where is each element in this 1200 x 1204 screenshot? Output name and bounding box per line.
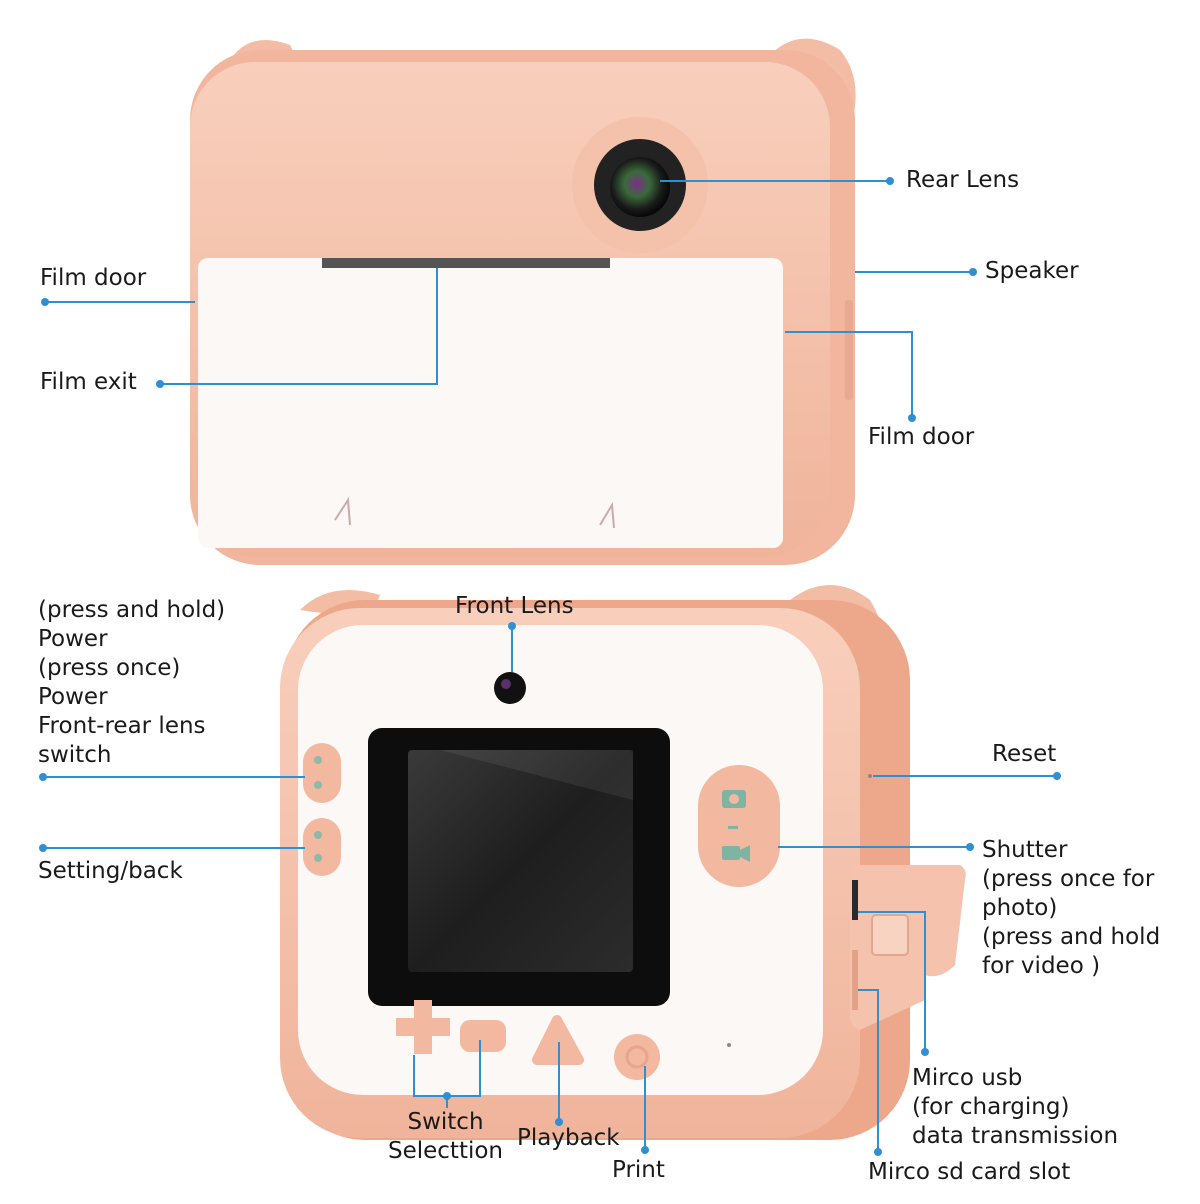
- micro-usb-line: Mirco usb: [912, 1065, 1023, 1091]
- label-switch-selection-group: Switch Selecttion: [388, 1108, 503, 1166]
- switch-selection-line: Selecttion: [388, 1138, 504, 1164]
- usb-port: [852, 880, 858, 920]
- shutter-line: photo): [982, 895, 1058, 921]
- micro-usb-line: (for charging): [912, 1094, 1070, 1120]
- rear-lens-icon: [610, 157, 670, 217]
- lcd-glass: [408, 750, 633, 972]
- power-line: Power: [38, 626, 108, 652]
- label-micro-sd: Mirco sd card slot: [868, 1159, 1071, 1185]
- film-exit-slot: [322, 258, 610, 268]
- micro-usb-line: data transmission: [912, 1123, 1119, 1149]
- callout-lines: [43, 180, 1057, 1152]
- label-shutter-group: Shutter (press once for photo) (press an…: [982, 836, 1160, 981]
- label-print: Print: [612, 1157, 665, 1183]
- power-button: [303, 743, 341, 803]
- power-line: (press and hold): [38, 597, 226, 623]
- label-power-group: (press and hold) Power (press once) Powe…: [38, 596, 225, 770]
- sd-slot: [852, 950, 858, 1010]
- label-playback: Playback: [517, 1125, 620, 1151]
- callout-dots: [39, 177, 1061, 1156]
- label-rear-lens: Rear Lens: [906, 167, 1020, 193]
- power-line: Power: [38, 684, 108, 710]
- front-camera-body: [280, 585, 966, 1140]
- shutter-line: (press once for: [982, 866, 1155, 892]
- plus-button: [396, 1000, 450, 1054]
- label-film-exit: Film exit: [40, 369, 137, 395]
- switch-selection-line: Switch: [407, 1109, 484, 1135]
- label-setting-back: Setting/back: [38, 858, 183, 884]
- shutter-button: [698, 765, 780, 887]
- label-reset: Reset: [992, 741, 1057, 767]
- rear-camera-body: [190, 38, 856, 565]
- label-micro-usb-group: Mirco usb (for charging) data transmissi…: [912, 1064, 1118, 1151]
- setting-back-button: [303, 818, 341, 876]
- label-front-lens: Front Lens: [455, 593, 574, 619]
- shutter-line: (press and hold: [982, 924, 1161, 950]
- power-line: Front-rear lens: [38, 713, 206, 739]
- print-button: [614, 1034, 660, 1080]
- power-line: (press once): [38, 655, 181, 681]
- label-speaker: Speaker: [985, 258, 1079, 284]
- power-line: switch: [38, 742, 112, 768]
- label-film-door-right: Film door: [868, 424, 975, 450]
- label-film-door-left: Film door: [40, 265, 147, 291]
- shutter-line: for video ): [982, 953, 1101, 979]
- film-panel: [198, 258, 783, 548]
- front-lens-icon: [494, 672, 526, 704]
- minus-button: [460, 1020, 506, 1052]
- video-icon: [722, 846, 740, 860]
- shutter-line: Shutter: [982, 837, 1068, 863]
